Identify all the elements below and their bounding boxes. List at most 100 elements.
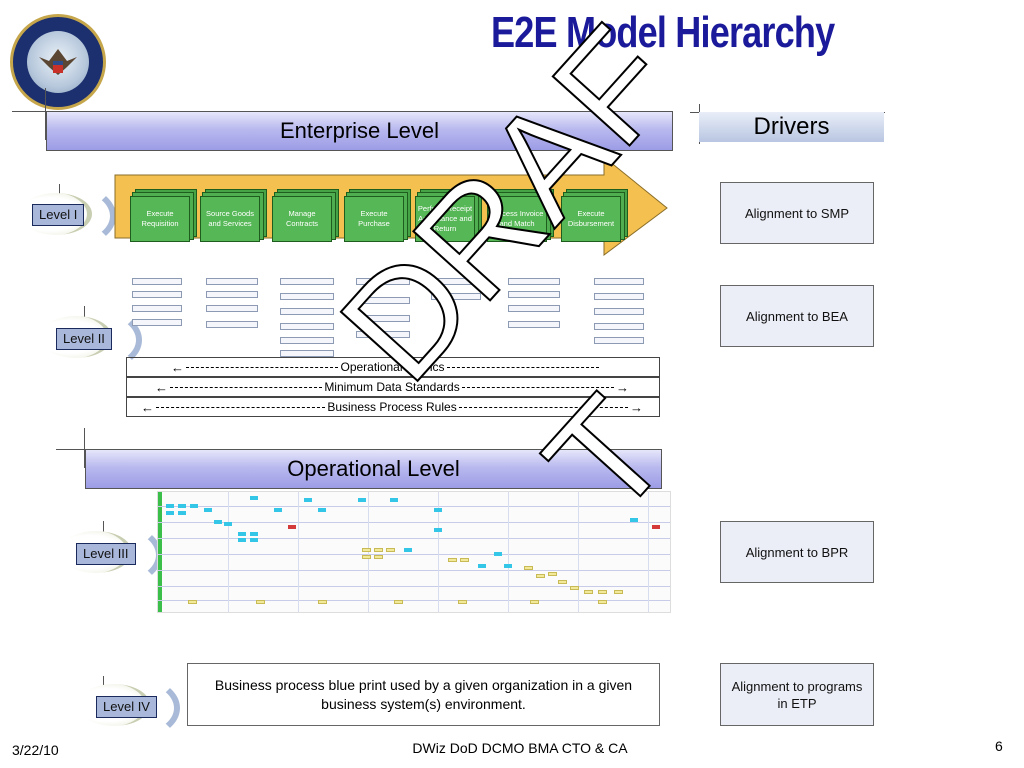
swimlane-line (158, 538, 670, 539)
blueprint-left-rail (158, 492, 162, 612)
subprocess-box (508, 291, 560, 298)
subprocess-box (356, 331, 410, 338)
blueprint-node-yellow (394, 600, 403, 604)
blueprint-node-yellow (362, 555, 371, 559)
swimlane-line (158, 522, 670, 523)
blueprint-node (166, 504, 174, 508)
blueprint-node (274, 508, 282, 512)
blueprint-node (178, 504, 186, 508)
subprocess-box (431, 278, 481, 285)
blueprint-node-yellow (386, 548, 395, 552)
process-perform-receipt: Perform Receipt Acceptance and Return (415, 196, 475, 242)
process-execute-disbursement: Execute Disbursement (561, 196, 621, 242)
blueprint-node-yellow (374, 548, 383, 552)
blueprint-column (298, 492, 299, 612)
process-execute-requisition: Execute Requisition (130, 196, 190, 242)
subprocess-box (594, 308, 644, 315)
footer-center: DWiz DoD DCMO BMA CTO & CA (412, 740, 628, 756)
subprocess-box (508, 278, 560, 285)
metric-row-data: ← Minimum Data Standards → (126, 377, 660, 397)
driver-bpr: Alignment to BPR (720, 521, 874, 583)
subprocess-box (132, 319, 182, 326)
process-execute-purchase: Execute Purchase (344, 196, 404, 242)
drivers-header: Drivers (699, 112, 884, 142)
metric-row-rules: ← Business Process Rules → (126, 397, 660, 417)
op-band-tick-v (84, 428, 85, 468)
subprocess-box (431, 293, 481, 300)
swimlane-line (158, 554, 670, 555)
subprocess-box (356, 315, 410, 322)
blueprint-node (494, 552, 502, 556)
blueprint-node (224, 522, 232, 526)
subprocess-box (280, 337, 334, 344)
blueprint-node-yellow (458, 600, 467, 604)
blueprint-node-red (652, 525, 660, 529)
level1-tag: Level I (32, 204, 85, 226)
dash-line (170, 386, 323, 388)
band-tick-v (45, 100, 46, 140)
metric-data-label: Minimum Data Standards (324, 380, 460, 394)
metric-operational-label: Operational Metrics (340, 360, 445, 374)
subprocess-box (132, 278, 182, 285)
blueprint-node-yellow (318, 600, 327, 604)
swimlane-line (158, 600, 670, 601)
eagle-icon (39, 49, 77, 75)
blueprint-node (166, 511, 174, 515)
subprocess-box (594, 293, 644, 300)
blueprint-node (358, 498, 366, 502)
blueprint-node-yellow (558, 580, 567, 584)
process-invoice-match: Process Invoice and Match (487, 196, 547, 242)
blueprint-node (630, 518, 638, 522)
blueprint-node-yellow (524, 566, 533, 570)
op-band-tick-h (56, 449, 86, 450)
level4-tick (103, 676, 104, 690)
subprocess-box (356, 297, 410, 304)
blueprint-node-yellow (614, 590, 623, 594)
band-tick-h (12, 111, 46, 112)
level4-arc (100, 678, 180, 738)
arrow-right-icon: → (630, 399, 644, 415)
blueprint-node (190, 504, 198, 508)
blueprint-node-yellow (448, 558, 457, 562)
level2-arc (62, 310, 142, 370)
blueprint-column (508, 492, 509, 612)
blueprint-node (250, 496, 258, 500)
process-source-goods: Source Goods and Services (200, 196, 260, 242)
level3-tag: Level III (76, 543, 136, 565)
subprocess-box (280, 308, 334, 315)
blueprint-node-yellow (256, 600, 265, 604)
dod-seal-icon (10, 14, 106, 110)
arrow-left-icon: ← (171, 359, 184, 375)
level2-tag: Level II (56, 328, 112, 350)
blueprint-node-yellow (530, 600, 539, 604)
subprocess-box (206, 305, 258, 312)
page-number: 6 (995, 738, 1003, 754)
blueprint-node (504, 564, 512, 568)
level4-description: Business process blue print used by a gi… (187, 663, 660, 726)
level2-subprocess-grid (126, 275, 660, 357)
blueprint-column (368, 492, 369, 612)
subprocess-box (356, 278, 410, 285)
subprocess-box (508, 305, 560, 312)
blueprint-node-yellow (598, 600, 607, 604)
driver-etp: Alignment to programs in ETP (720, 663, 874, 726)
blueprint-node (250, 538, 258, 542)
swimlane-line (158, 506, 670, 507)
blueprint-column (648, 492, 649, 612)
blueprint-node (434, 508, 442, 512)
subprocess-box (206, 321, 258, 328)
level1-arc (36, 186, 116, 246)
blueprint-node (390, 498, 398, 502)
blueprint-node (318, 508, 326, 512)
subprocess-box (132, 291, 182, 298)
blueprint-node (178, 511, 186, 515)
blueprint-node (404, 548, 412, 552)
blueprint-node-yellow (598, 590, 607, 594)
blueprint-node-yellow (374, 555, 383, 559)
subprocess-box (206, 291, 258, 298)
blueprint-node-yellow (536, 574, 545, 578)
blueprint-node (204, 508, 212, 512)
metric-rules-label: Business Process Rules (327, 400, 457, 414)
operational-level-band: Operational Level (85, 449, 662, 489)
blueprint-column (438, 492, 439, 612)
